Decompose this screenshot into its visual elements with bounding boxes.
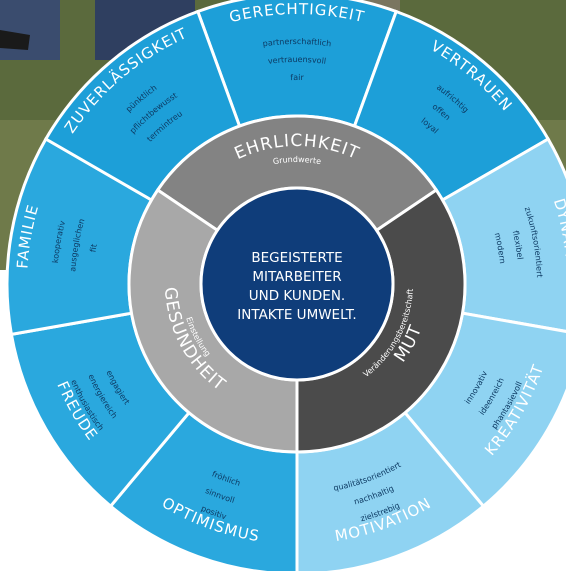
center-line-3: UND KUNDEN. <box>249 288 345 304</box>
segment-familie-word: fit <box>89 243 99 253</box>
segment-gerechtigkeit-word: fair <box>290 73 304 82</box>
segment-gerechtigkeit-word: vertrauensvoll <box>267 55 326 66</box>
segment-dynamik: DYNAMIKzukunftsorientiertflexibelmodern <box>440 136 566 333</box>
outer-segments: GERECHTIGKEITpartnerschaftlichvertrauens… <box>5 0 566 571</box>
ring-ehrlichkeit-subtitle: Grundwerte <box>272 155 322 166</box>
shoe-left <box>0 30 30 50</box>
center-line-2: MITARBEITER <box>252 269 341 285</box>
center-line-1: BEGEISTERTE <box>251 250 342 266</box>
center-line-4: INTAKTE UMWELT. <box>237 307 356 323</box>
center-circle: BEGEISTERTE MITARBEITER UND KUNDEN. INTA… <box>199 186 395 382</box>
segment-gerechtigkeit-word: partnerschaftlich <box>262 37 332 48</box>
jeans-left <box>0 0 60 60</box>
center-disc <box>199 186 395 382</box>
